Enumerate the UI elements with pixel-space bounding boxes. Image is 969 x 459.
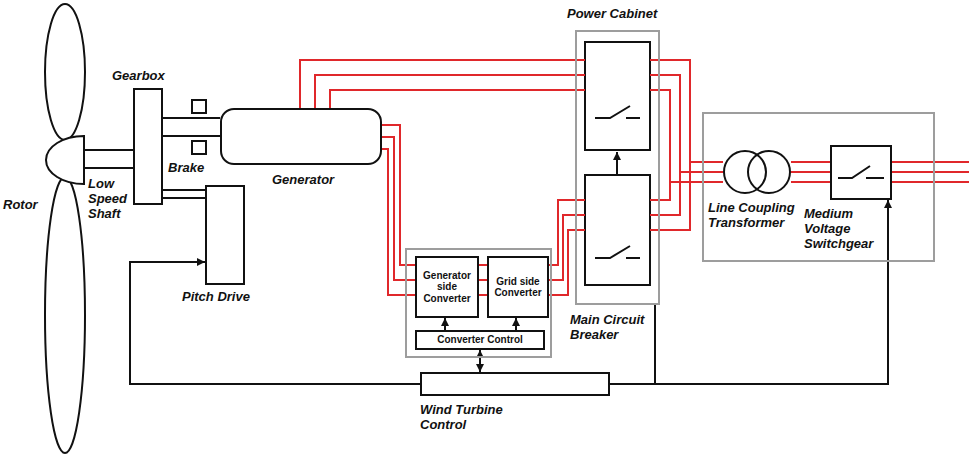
component-label: Line Coupling Transformer [708, 200, 800, 230]
low-speed-shaft [85, 150, 133, 168]
high-speed-shaft [163, 118, 220, 136]
power-wire [791, 162, 830, 182]
power-wire [479, 264, 487, 266]
control-signal [130, 262, 420, 384]
control-signal [515, 318, 517, 330]
breaker-switch [595, 246, 640, 258]
brake-pad [192, 141, 206, 154]
transformer-symbol: Line Coupling Transformer [723, 150, 791, 194]
switchgear-box: Medium Voltage Switchgear [830, 145, 892, 200]
power-wire [660, 60, 723, 182]
power-wire [315, 75, 575, 108]
control-box: Wind Turbine Control [420, 372, 610, 396]
power-wire [549, 215, 575, 280]
control-signal [610, 200, 888, 384]
power-wire [791, 171, 830, 173]
transformer-coil [748, 151, 790, 193]
power-wire [382, 137, 415, 280]
box-label: Generator side Converter [417, 270, 477, 305]
power-wire [382, 149, 415, 295]
power-wire [549, 200, 575, 295]
power-wire [791, 161, 830, 163]
brake-pad [192, 100, 206, 113]
converter-box: Generator side Converter [415, 256, 479, 318]
transformer-coils [723, 150, 791, 194]
component-label: Rotor [3, 197, 47, 212]
breaker-switch [595, 106, 884, 258]
low-speed-shaft [85, 149, 133, 151]
hub-outline [45, 135, 85, 185]
power-wire [300, 60, 575, 108]
transformer-coil [724, 151, 766, 193]
gearbox-box: Gearbox [133, 88, 163, 205]
power-wire [382, 125, 415, 265]
power-wire [479, 265, 487, 295]
switchgear-switch [838, 166, 884, 178]
power-wire [660, 90, 723, 182]
breaker-box [585, 42, 650, 150]
control-signal [480, 350, 481, 372]
power-wire [575, 60, 969, 230]
box-label: Grid side Converter [489, 276, 547, 299]
power-wire [330, 90, 575, 108]
power-wire [791, 181, 830, 183]
power-cabinet: Power Cabinet [575, 30, 660, 305]
component-label: Brake [168, 160, 208, 175]
component-label: Main Circuit Breaker [570, 312, 650, 342]
breaker-box [585, 175, 650, 285]
high-speed-shaft [163, 117, 220, 119]
power-wire [382, 125, 415, 295]
low-speed-shaft [85, 167, 133, 169]
grid-connection-cabinet: Line Coupling TransformerMedium Voltage … [702, 112, 935, 262]
hub-outline [46, 136, 84, 184]
generator-body: Generator [220, 108, 382, 165]
pitch-drive-box: Pitch Drive [205, 185, 245, 285]
grid-wire [892, 162, 969, 182]
pitch-shaft [163, 197, 205, 199]
rotor-blade [45, 177, 85, 453]
component-label: Generator [272, 172, 362, 187]
high-speed-shaft [163, 135, 220, 137]
power-wire [549, 230, 575, 295]
rotor-blade [45, 4, 85, 140]
rotor-hub: Rotor [45, 135, 85, 185]
component-label: Pitch Drive [182, 289, 272, 304]
control-signal [479, 350, 481, 372]
converter-box: Grid side Converter [487, 256, 549, 318]
control-signal [444, 318, 446, 330]
converter-cabinet: Generator side Converter Grid side Conver… [405, 248, 552, 358]
power-wire [479, 294, 487, 296]
pitch-shaft [163, 190, 205, 198]
component-label: Power Cabinet [567, 6, 667, 21]
power-wire [479, 279, 487, 281]
control-signal [445, 318, 446, 330]
breaker-link-arrow [616, 152, 618, 175]
power-wire [300, 60, 575, 108]
component-label: Wind Turbine Control [420, 402, 520, 432]
shaft-label: Low Speed Shaft [88, 176, 132, 221]
control-signal [516, 318, 517, 330]
box-label: Converter Control [435, 334, 525, 346]
control-signal [610, 200, 888, 384]
breaker-switch [595, 106, 640, 118]
control-box: Converter Control [415, 330, 545, 350]
component-label: Gearbox [112, 68, 184, 83]
control-signal [130, 262, 420, 384]
component-label: Medium Voltage Switchgear [804, 206, 880, 251]
pitch-shaft [163, 189, 205, 191]
